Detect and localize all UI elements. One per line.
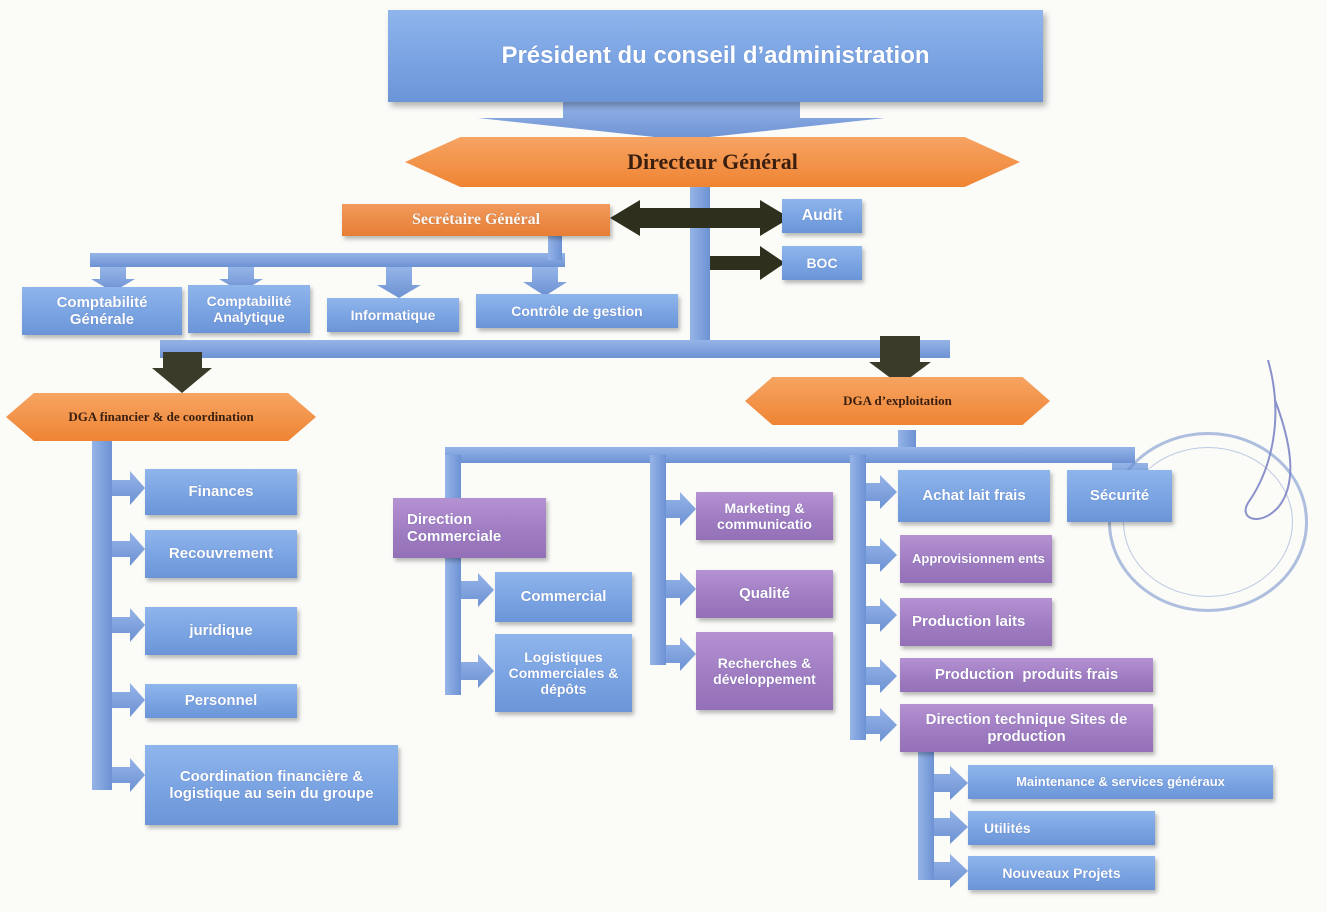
direction-commerciale: Direction Commerciale (393, 498, 546, 558)
dg-trunk (690, 180, 710, 350)
audit-box: Audit (782, 199, 862, 233)
boc-box: BOC (782, 246, 862, 280)
secretaire-general: Secrétaire Général (342, 204, 610, 236)
double-arrow (610, 200, 790, 236)
logistiques: Logistiques Commerciales & dépôts (495, 634, 632, 712)
achat-lait-frais: Achat lait frais (898, 470, 1050, 522)
maintenance: Maintenance & services généraux (968, 765, 1273, 799)
securite: Sécurité (1067, 470, 1172, 522)
marketing: Marketing & communicatio (696, 492, 833, 540)
juridique: juridique (145, 607, 297, 655)
stamp-seal (1108, 432, 1308, 612)
direction-technique: Direction technique Sites de production (900, 704, 1153, 752)
main-bar (160, 340, 950, 358)
dga-exp-arrow (869, 336, 931, 385)
exp-bar (445, 447, 1135, 463)
coordination: Coordination financière & logistique au … (145, 745, 398, 825)
comptabilite-analytique: Comptabilité Analytique (188, 285, 310, 333)
informatique: Informatique (327, 298, 459, 332)
personnel: Personnel (145, 684, 297, 718)
comptabilite-generale: Comptabilité Générale (22, 287, 182, 335)
utilites: Utilités (968, 811, 1155, 845)
directeur-general: Directeur Général (405, 137, 1020, 187)
production-produits-frais: Production produits frais (900, 658, 1153, 692)
president-box: Président du conseil d’administration (388, 10, 1043, 102)
production-laits: Production laits (900, 598, 1052, 646)
finances: Finances (145, 469, 297, 515)
president-arrow (478, 100, 885, 140)
boc-arrow (710, 246, 785, 280)
commercial: Commercial (495, 572, 632, 622)
recouvrement: Recouvrement (145, 530, 297, 578)
fin-trunk (92, 438, 112, 790)
dga-fin-arrow (152, 352, 212, 393)
qualite: Qualité (696, 570, 833, 618)
secretariat-bar (90, 253, 565, 267)
approvisionnements: Approvisionnem ents (900, 535, 1052, 583)
controle-gestion: Contrôle de gestion (476, 294, 678, 328)
recherches: Recherches & développement (696, 632, 833, 710)
dga-exploitation: DGA d’exploitation (745, 377, 1050, 425)
dga-financier: DGA financier & de coordination (6, 393, 316, 441)
nouveaux-projets: Nouveaux Projets (968, 856, 1155, 890)
